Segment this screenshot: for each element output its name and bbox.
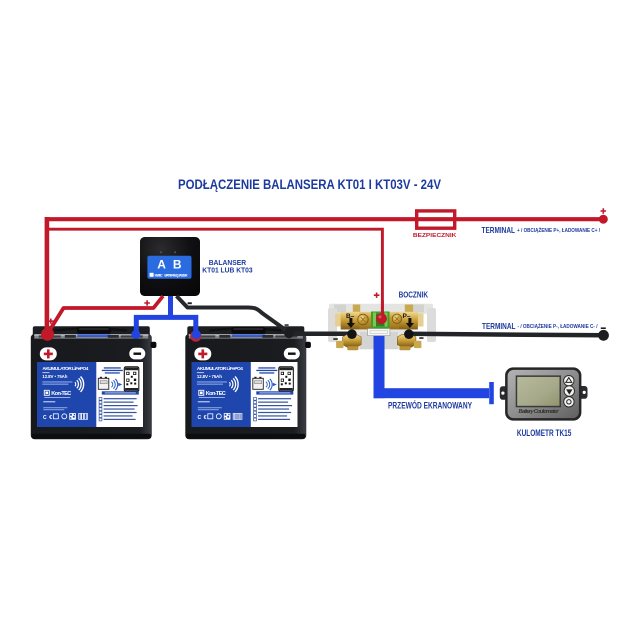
svg-text:BATTERY EQUALIZER: BATTERY EQUALIZER <box>164 273 188 277</box>
svg-text:B: B <box>173 258 182 272</box>
svg-text:Battery Coulometer: Battery Coulometer <box>519 409 560 415</box>
svg-text:BEZPIECZNIK: BEZPIECZNIK <box>413 233 457 239</box>
svg-text:- / OBCIĄŻENIE P-, ŁADOWANIE: - / OBCIĄŻENIE P-, ŁADOWANIE C- / <box>518 323 599 330</box>
svg-text:P–: P– <box>403 313 411 320</box>
svg-text:A: A <box>157 258 166 272</box>
svg-text:TERMINAL: TERMINAL <box>482 225 516 235</box>
svg-text:TERMINAL: TERMINAL <box>482 321 516 331</box>
svg-text:KonTEC: KonTEC <box>155 273 164 277</box>
svg-text:PODŁĄCZENIE BALANSERA KT01 I: PODŁĄCZENIE BALANSERA KT01 I KT03V - 24V <box>178 177 441 193</box>
svg-text:BOCZNIK: BOCZNIK <box>399 290 429 300</box>
svg-text:B–: B– <box>346 313 355 320</box>
svg-text:BALANSER: BALANSER <box>209 258 247 267</box>
svg-text:+ / OBCIĄŻENIE P+, ŁADOWANIE: + / OBCIĄŻENIE P+, ŁADOWANIE C+ / <box>517 227 601 234</box>
svg-text:KULOMETR TK15: KULOMETR TK15 <box>517 428 572 438</box>
svg-text:KT01 LUB KT03: KT01 LUB KT03 <box>202 266 252 275</box>
svg-text:PRZEWÓD EKRANOWANY: PRZEWÓD EKRANOWANY <box>388 399 472 410</box>
